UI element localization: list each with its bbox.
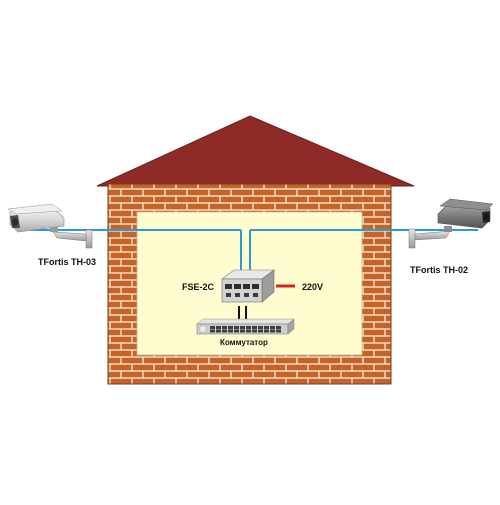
switch-port	[276, 326, 281, 329]
switch-port	[222, 326, 227, 329]
switch-port	[240, 329, 245, 333]
label-camera-right: TFortis TH-02	[410, 265, 468, 275]
switch-port	[276, 329, 281, 333]
switch-port	[228, 329, 233, 333]
label-switch: Коммутатор	[220, 338, 268, 347]
label-injector: FSE-2C	[182, 282, 215, 292]
roof	[96, 115, 415, 187]
switch-port	[258, 329, 263, 333]
switch-port	[252, 329, 257, 333]
switch-port	[222, 329, 227, 333]
switch-port	[216, 329, 221, 333]
label-camera-left: TFortis TH-03	[38, 257, 96, 267]
switch-port	[270, 326, 275, 329]
switch-port	[228, 326, 233, 329]
switch-port	[270, 329, 275, 333]
switch-port	[246, 326, 251, 329]
switch-port	[252, 326, 257, 329]
switch-ports	[210, 326, 281, 333]
switch-port	[210, 326, 215, 329]
cctv-camera-icon	[408, 198, 494, 249]
switch-port	[246, 329, 251, 333]
cctv-camera-icon	[7, 203, 93, 249]
switch-port	[210, 329, 215, 333]
switch-port	[234, 329, 239, 333]
network-switch-icon	[196, 318, 295, 335]
poe-injector-icon	[221, 269, 275, 303]
switch-port	[264, 329, 269, 333]
switch-port	[234, 326, 239, 329]
switch-port	[240, 326, 245, 329]
switch-port	[264, 326, 269, 329]
switch-port	[258, 326, 263, 329]
switch-port	[216, 326, 221, 329]
label-power: 220V	[302, 282, 323, 292]
